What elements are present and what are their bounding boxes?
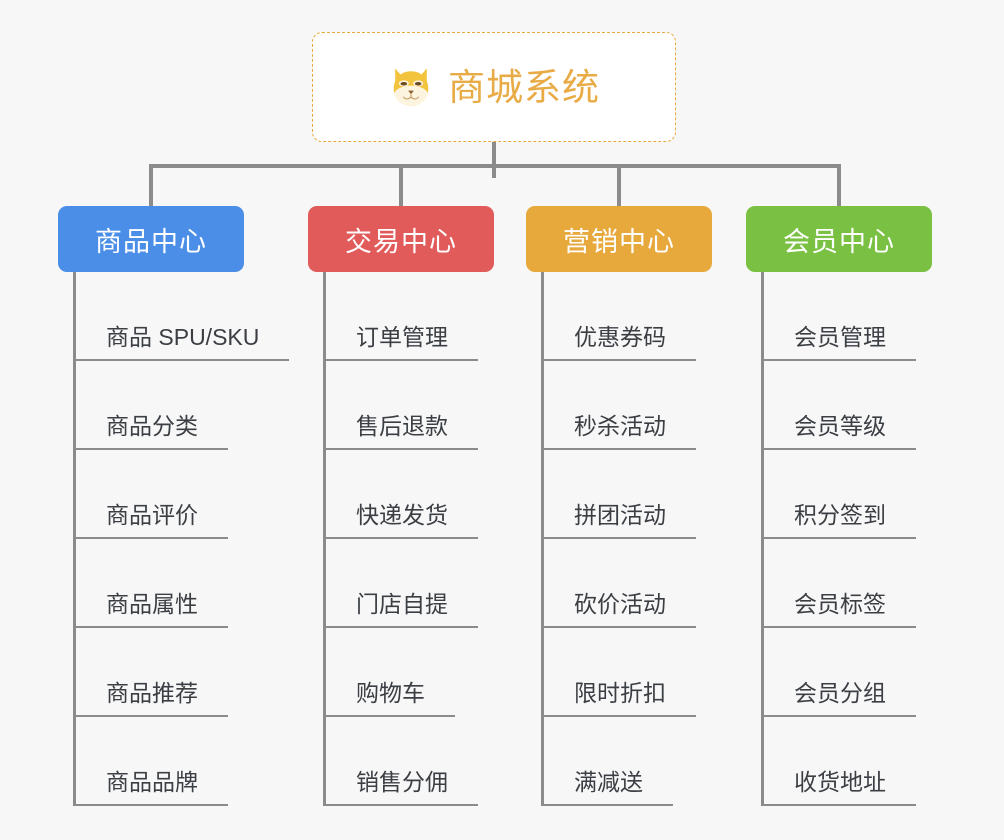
leaf-item[interactable]: 秒杀活动: [526, 361, 712, 450]
leaf-item[interactable]: 订单管理: [308, 272, 494, 361]
connector-drop-3: [617, 164, 621, 208]
leaf-item[interactable]: 商品属性: [58, 539, 244, 628]
branch-spine-3: [541, 272, 544, 806]
branch-header-2[interactable]: 交易中心: [308, 206, 494, 272]
leaf-item[interactable]: 积分签到: [746, 450, 932, 539]
root-title: 商城系统: [448, 66, 600, 108]
leaf-item[interactable]: 购物车: [308, 628, 494, 717]
branch-body-2: 订单管理 售后退款 快递发货 门店自提 购物车 销售分佣: [308, 272, 494, 806]
leaf-label: 满减送: [541, 768, 673, 806]
leaf-label: 商品 SPU/SKU: [73, 323, 290, 361]
leaf-label: 会员标签: [761, 590, 916, 628]
branch-spine-1: [73, 272, 76, 806]
branch-header-3[interactable]: 营销中心: [526, 206, 712, 272]
branch-header-label: 营销中心: [563, 226, 675, 257]
leaf-label: 门店自提: [323, 590, 478, 628]
leaf-item[interactable]: 满减送: [526, 717, 712, 806]
leaf-item[interactable]: 销售分佣: [308, 717, 494, 806]
leaf-label: 砍价活动: [541, 590, 696, 628]
connector-drop-1: [149, 164, 153, 208]
root-node[interactable]: 商城系统: [312, 32, 676, 142]
leaf-label: 优惠券码: [541, 323, 696, 361]
leaf-label: 会员等级: [761, 412, 916, 450]
leaf-label: 快递发货: [323, 501, 478, 539]
branch-body-4: 会员管理 会员等级 积分签到 会员标签 会员分组 收货地址: [746, 272, 932, 806]
leaf-label: 订单管理: [323, 323, 478, 361]
branch-header-1[interactable]: 商品中心: [58, 206, 244, 272]
leaf-label: 商品品牌: [73, 768, 228, 806]
branch-body-1: 商品 SPU/SKU 商品分类 商品评价 商品属性 商品推荐 商品品牌: [58, 272, 290, 806]
branch-header-label: 会员中心: [783, 226, 895, 257]
leaf-item[interactable]: 会员等级: [746, 361, 932, 450]
leaf-item[interactable]: 优惠券码: [526, 272, 712, 361]
leaf-label: 商品评价: [73, 501, 228, 539]
leaf-label: 拼团活动: [541, 501, 696, 539]
leaf-label: 会员分组: [761, 679, 916, 717]
leaf-item[interactable]: 会员标签: [746, 539, 932, 628]
leaf-item[interactable]: 会员分组: [746, 628, 932, 717]
leaf-item[interactable]: 拼团活动: [526, 450, 712, 539]
leaf-label: 销售分佣: [323, 768, 478, 806]
connector-drop-2: [399, 164, 403, 208]
leaf-item[interactable]: 砍价活动: [526, 539, 712, 628]
leaf-item[interactable]: 快递发货: [308, 450, 494, 539]
leaf-item[interactable]: 会员管理: [746, 272, 932, 361]
leaf-item[interactable]: 商品分类: [58, 361, 244, 450]
leaf-item[interactable]: 商品品牌: [58, 717, 244, 806]
branch-header-label: 商品中心: [95, 226, 207, 257]
connector-root-stub: [492, 142, 496, 178]
branch-header-4[interactable]: 会员中心: [746, 206, 932, 272]
leaf-label: 商品分类: [73, 412, 228, 450]
branch-column-2: 交易中心 订单管理 售后退款 快递发货 门店自提 购物车 销售分佣: [308, 206, 494, 806]
branch-spine-2: [323, 272, 326, 806]
leaf-label: 商品推荐: [73, 679, 228, 717]
leaf-label: 收货地址: [761, 768, 916, 806]
branch-column-1: 商品中心 商品 SPU/SKU 商品分类 商品评价 商品属性 商品推荐 商品品牌: [58, 206, 290, 806]
leaf-label: 秒杀活动: [541, 412, 696, 450]
branch-column-4: 会员中心 会员管理 会员等级 积分签到 会员标签 会员分组 收货地址: [746, 206, 932, 806]
leaf-item[interactable]: 商品 SPU/SKU: [58, 272, 290, 361]
shiba-dog-face-icon: [393, 68, 429, 106]
leaf-label: 会员管理: [761, 323, 916, 361]
leaf-item[interactable]: 商品评价: [58, 450, 244, 539]
leaf-label: 积分签到: [761, 501, 916, 539]
branch-header-label: 交易中心: [345, 226, 457, 257]
leaf-item[interactable]: 限时折扣: [526, 628, 712, 717]
branch-spine-4: [761, 272, 764, 806]
connector-horizontal-bus: [149, 164, 839, 168]
leaf-item[interactable]: 门店自提: [308, 539, 494, 628]
leaf-label: 限时折扣: [541, 679, 696, 717]
leaf-label: 购物车: [323, 679, 455, 717]
leaf-item[interactable]: 收货地址: [746, 717, 932, 806]
branch-column-3: 营销中心 优惠券码 秒杀活动 拼团活动 砍价活动 限时折扣 满减送: [526, 206, 712, 806]
leaf-item[interactable]: 商品推荐: [58, 628, 244, 717]
branch-body-3: 优惠券码 秒杀活动 拼团活动 砍价活动 限时折扣 满减送: [526, 272, 712, 806]
leaf-label: 商品属性: [73, 590, 228, 628]
connector-drop-4: [837, 164, 841, 208]
leaf-item[interactable]: 售后退款: [308, 361, 494, 450]
leaf-label: 售后退款: [323, 412, 478, 450]
